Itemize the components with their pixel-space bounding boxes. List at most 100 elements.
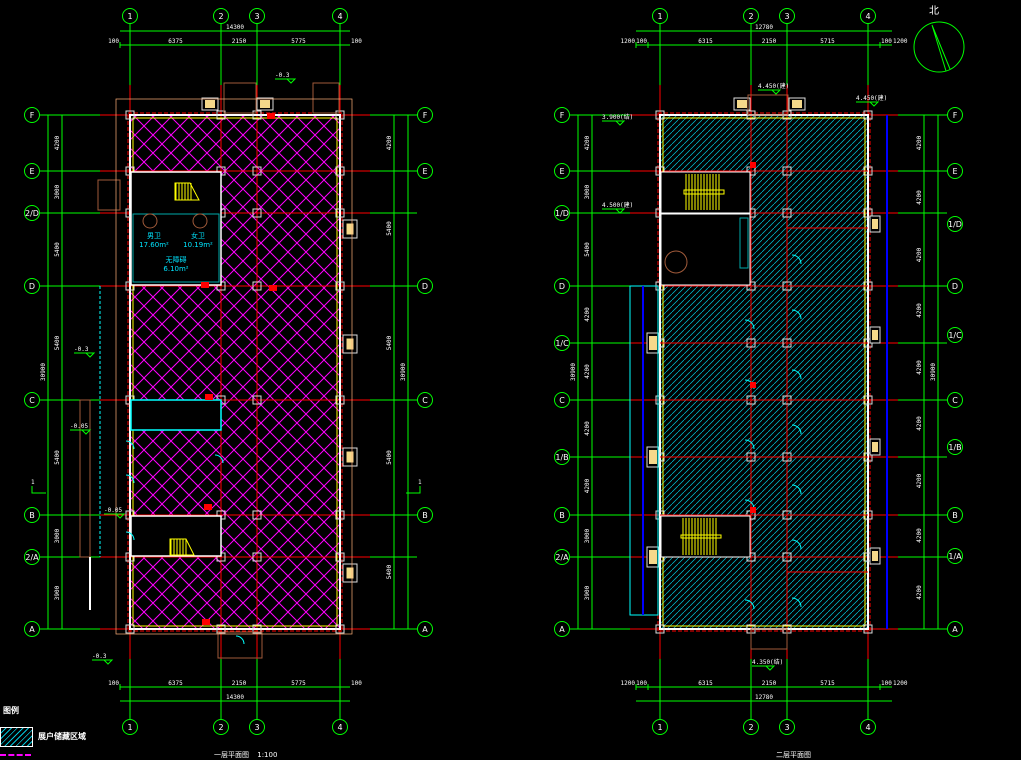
structural-column bbox=[125, 624, 135, 634]
dimension-segment-vertical: 4200 bbox=[54, 135, 61, 150]
window-pane bbox=[872, 330, 878, 340]
col-bottom-2-label: 2 bbox=[218, 723, 223, 732]
dimension-segment-vertical: 3900 bbox=[54, 585, 61, 600]
annotations bbox=[913, 21, 965, 73]
window-pane bbox=[345, 450, 355, 464]
window-pane bbox=[345, 222, 355, 236]
dimension-segment-vertical: 4200 bbox=[916, 360, 923, 375]
canopy-outline bbox=[115, 98, 353, 635]
row-left-B-bubble bbox=[554, 507, 570, 523]
row-right-A-bubble bbox=[417, 621, 433, 637]
dimension-segment: 2150 bbox=[232, 680, 247, 687]
dimension-segment-vertical: 4200 bbox=[916, 585, 923, 600]
dimension-segment-vertical: 4200 bbox=[916, 473, 923, 488]
dimension-total-vertical: 30900 bbox=[570, 363, 577, 381]
elevation-label: 4.450(建) bbox=[856, 94, 887, 102]
legend-swatch-cyan bbox=[0, 727, 33, 747]
structural-column bbox=[252, 510, 262, 520]
entrance-steps-south bbox=[217, 631, 263, 659]
col-bottom-1-bubble bbox=[652, 719, 668, 735]
col-top-1-bubble bbox=[652, 8, 668, 24]
left-plan-title: 一层平面图 1:100 bbox=[214, 750, 277, 760]
window-pane bbox=[649, 450, 657, 464]
turning-circle bbox=[664, 250, 688, 274]
window-pane bbox=[345, 566, 355, 580]
row-left-D-bubble bbox=[554, 278, 570, 294]
structural-column bbox=[782, 552, 792, 562]
structural-column bbox=[335, 624, 345, 634]
row-left-B-bubble bbox=[24, 507, 40, 523]
row-left-E-bubble bbox=[554, 163, 570, 179]
dimension-segment: 100 bbox=[881, 680, 892, 687]
structural-column bbox=[125, 110, 135, 120]
dimension-segment: 100 bbox=[108, 680, 119, 687]
row-right-E-bubble bbox=[947, 163, 963, 179]
row-right-B-label: B bbox=[952, 511, 958, 520]
wall-inner-line bbox=[132, 117, 338, 627]
col-bottom-4-label: 4 bbox=[865, 723, 870, 732]
row-right-F-label: F bbox=[423, 111, 428, 120]
col-bottom-4-bubble bbox=[332, 719, 348, 735]
door-swing bbox=[791, 309, 802, 320]
elevation-symbol bbox=[602, 208, 626, 214]
col-top-1-bubble bbox=[122, 8, 138, 24]
structural-column bbox=[335, 281, 345, 291]
structural-column bbox=[252, 208, 262, 218]
dimension-segment: 1200 bbox=[621, 38, 636, 45]
row-left-2/D-label: 2/D bbox=[25, 209, 39, 218]
room-name: 女卫 bbox=[191, 231, 205, 240]
row-left-E-label: E bbox=[29, 167, 34, 176]
toilet-block bbox=[660, 213, 751, 286]
stair-room-south bbox=[130, 515, 222, 557]
dimension-segment: 5775 bbox=[291, 38, 306, 45]
row-left-2/A-label: 2/A bbox=[25, 553, 39, 562]
dimension-segment-vertical: 4200 bbox=[584, 478, 591, 493]
row-left-E-bubble bbox=[24, 163, 40, 179]
structural-column bbox=[335, 208, 345, 218]
col-bottom-3-label: 3 bbox=[254, 723, 259, 732]
door-swing bbox=[791, 424, 802, 435]
dimension-segment-vertical: 3000 bbox=[54, 184, 61, 199]
col-top-3-bubble bbox=[779, 8, 795, 24]
col-top-3-label: 3 bbox=[254, 12, 259, 21]
exterior-wall bbox=[129, 114, 341, 630]
row-left-C-label: C bbox=[29, 396, 35, 405]
structural-column bbox=[252, 110, 262, 120]
section-mark bbox=[31, 486, 46, 494]
row-right-B-bubble bbox=[947, 507, 963, 523]
col-top-1-label: 1 bbox=[657, 12, 662, 21]
left-plan-scale: 1:100 bbox=[257, 751, 278, 759]
door-swing bbox=[744, 439, 755, 450]
section-mark-label: 1 bbox=[418, 479, 422, 486]
row-left-1/D-label: 1/D bbox=[555, 209, 569, 218]
dimension-segment-vertical: 5400 bbox=[54, 450, 61, 465]
structural-column bbox=[125, 281, 135, 291]
col-bottom-1-label: 1 bbox=[127, 723, 132, 732]
fire-extinguisher bbox=[267, 113, 275, 119]
row-right-C-bubble bbox=[417, 392, 433, 408]
row-left-2/A-label: 2/A bbox=[555, 553, 569, 562]
stair-outline bbox=[174, 182, 200, 201]
structural-column bbox=[216, 110, 226, 120]
dimension-segment-vertical: 5400 bbox=[54, 242, 61, 257]
door-swing bbox=[125, 474, 135, 484]
dimension-segment-vertical: 4200 bbox=[916, 247, 923, 262]
elevation-symbol bbox=[275, 78, 297, 84]
row-left-A-label: A bbox=[29, 625, 35, 634]
row-left-2/A-bubble bbox=[24, 549, 40, 565]
window-pane bbox=[872, 551, 878, 561]
door-swing bbox=[235, 635, 245, 645]
elevation-label: -0.3 bbox=[74, 346, 89, 353]
col-top-1-label: 1 bbox=[127, 12, 132, 21]
col-bottom-2-bubble bbox=[213, 719, 229, 735]
room-area: 10.19m² bbox=[183, 241, 213, 249]
col-bottom-3-label: 3 bbox=[784, 723, 789, 732]
dimension-segment: 5715 bbox=[820, 680, 835, 687]
structural-column bbox=[863, 110, 873, 120]
row-right-D-bubble bbox=[417, 278, 433, 294]
north-arrow-needle bbox=[931, 24, 951, 72]
dimension-segment-vertical: 3000 bbox=[54, 528, 61, 543]
toilet-fixtures bbox=[132, 213, 220, 283]
legend-swatch-magenta bbox=[0, 754, 31, 760]
